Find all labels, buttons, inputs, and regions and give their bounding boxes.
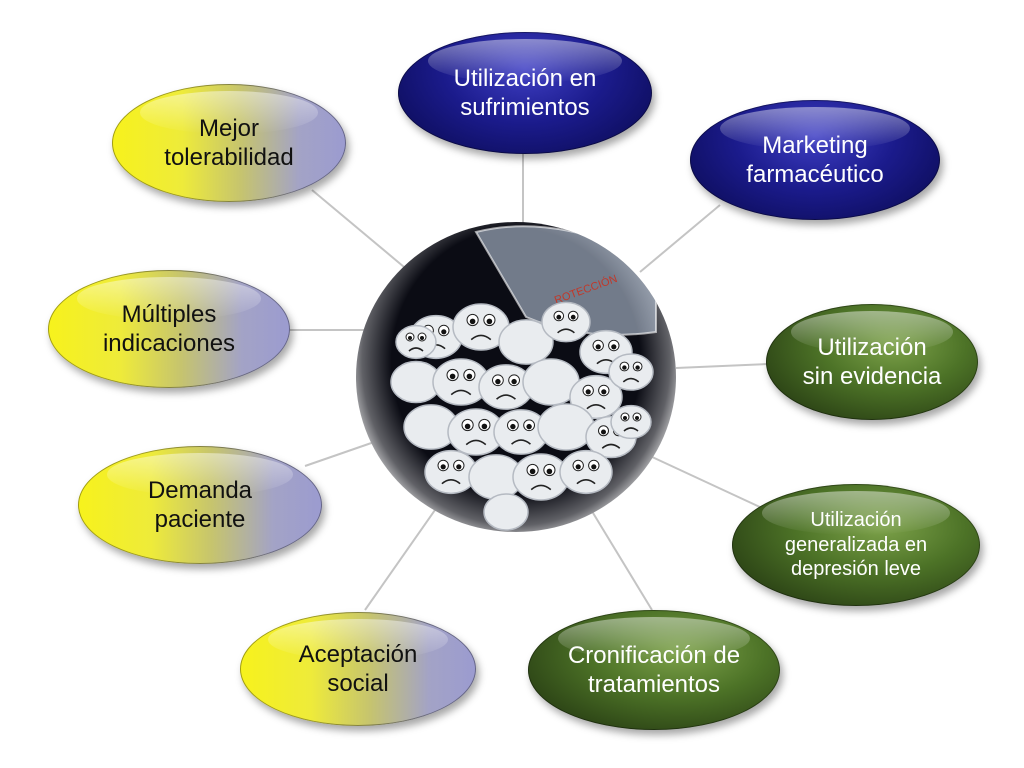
connector-aceptacion xyxy=(364,499,443,611)
sad-pill xyxy=(493,409,549,455)
node-tolerabilidad: Mejor tolerabilidad xyxy=(112,84,346,202)
node-cronificacion: Cronificación de tratamientos xyxy=(528,610,780,730)
pills-image: ROTECCIÓN xyxy=(356,222,676,532)
sad-pill xyxy=(478,364,534,410)
node-marketing-label: Marketing farmacéutico xyxy=(746,131,884,188)
connector-demanda xyxy=(304,439,381,467)
node-utilizacion-sufrimientos: Utilización en sufrimientos xyxy=(398,32,652,154)
node-tolerabilidad-label: Mejor tolerabilidad xyxy=(164,114,294,171)
sad-pill xyxy=(432,358,490,406)
node-demanda-label: Demanda paciente xyxy=(147,476,253,533)
node-depresion-leve-label: Utilización generalizada en depresión le… xyxy=(784,509,928,581)
sad-pill xyxy=(610,404,652,440)
sad-pill xyxy=(483,493,529,531)
connector-cronificacion xyxy=(589,507,653,611)
pill-bottle: ROTECCIÓN xyxy=(474,225,657,336)
sad-pills-illustration: ROTECCIÓN xyxy=(390,225,657,531)
sad-pill xyxy=(395,324,437,360)
node-depresion-leve: Utilización generalizada en depresión le… xyxy=(732,484,980,606)
node-multiples-label: Múltiples indicaciones xyxy=(102,300,236,357)
sad-pill xyxy=(608,353,654,391)
node-aceptacion-label: Aceptación social xyxy=(298,640,418,697)
sad-pill xyxy=(541,301,591,343)
sad-pill xyxy=(512,453,570,501)
sad-pill xyxy=(498,319,554,365)
connector-sin-evidencia xyxy=(675,363,769,369)
sad-pill xyxy=(537,403,595,451)
node-marketing: Marketing farmacéutico xyxy=(690,100,940,220)
node-aceptacion: Aceptación social xyxy=(240,612,476,726)
connector-depresion-leve xyxy=(649,455,763,509)
node-sin-evidencia: Utilización sin evidencia xyxy=(766,304,978,420)
sad-pill xyxy=(559,449,613,495)
node-multiples: Múltiples indicaciones xyxy=(48,270,290,388)
node-sin-evidencia-label: Utilización sin evidencia xyxy=(802,333,942,390)
sad-pill xyxy=(569,374,623,420)
sad-pill xyxy=(447,408,505,456)
connector-tolerabilidad xyxy=(311,189,411,273)
node-cronificacion-label: Cronificación de tratamientos xyxy=(567,641,741,698)
node-demanda: Demanda paciente xyxy=(78,446,322,564)
node-utilizacion-sufrimientos-label: Utilización en sufrimientos xyxy=(453,64,597,121)
